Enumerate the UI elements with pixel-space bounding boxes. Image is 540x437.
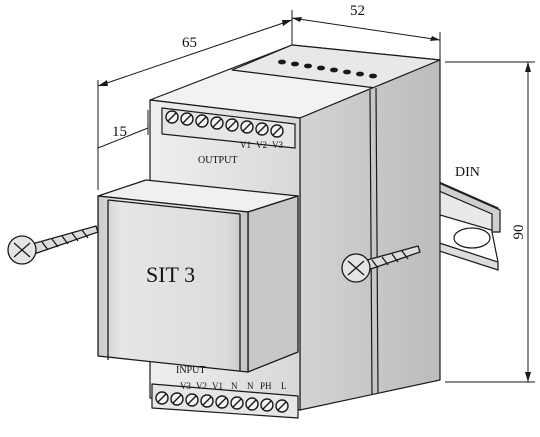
output-terminal-v2: V2 [256, 140, 267, 150]
device-model-label: SIT 3 [146, 262, 195, 287]
input-label: INPUT [176, 365, 205, 376]
output-label: OUTPUT [198, 155, 237, 166]
top-vent-dots [278, 59, 377, 79]
dimension-offset-label: 15 [112, 124, 127, 140]
front-cover [97, 179, 299, 373]
din-rail-label: DIN [455, 165, 480, 180]
dimension-depth-label: 65 [182, 35, 197, 51]
output-terminal-v1: V1 [240, 140, 251, 150]
dimension-lines [97, 10, 535, 383]
input-terminal-l: L [281, 381, 287, 391]
input-terminal-n2: N [247, 381, 254, 391]
output-terminals [165, 110, 284, 138]
dimension-width-label: 52 [350, 3, 365, 19]
dimension-arrows [98, 17, 531, 382]
input-terminal-v3: V3 [180, 381, 191, 391]
input-terminal-ph: PH [260, 381, 272, 391]
dimension-height-label: 90 [511, 225, 527, 240]
input-terminal-v2: V2 [196, 381, 207, 391]
left-mounting-screw [7, 225, 99, 265]
right-mounting-screw [341, 245, 421, 283]
output-terminal-v3: V3 [272, 140, 283, 150]
input-terminal-n1: N [231, 381, 238, 391]
input-terminals [155, 391, 289, 413]
input-terminal-v1: V1 [212, 381, 223, 391]
